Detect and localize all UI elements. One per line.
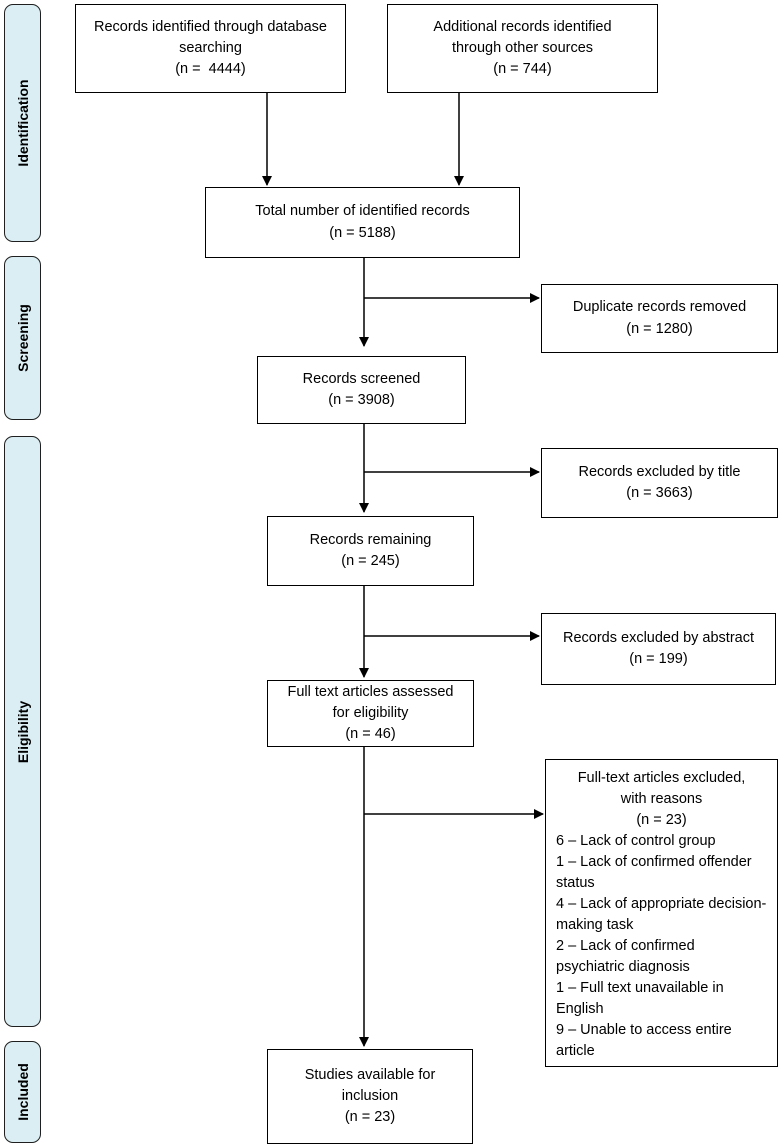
box-text: Additional records identified through ot… — [433, 18, 612, 56]
exclusion-reasons-list: 6 – Lack of control group 1 – Lack of co… — [556, 831, 767, 1062]
box-count: (n = 245) — [341, 553, 400, 569]
box-count: (n = 4444) — [175, 61, 246, 77]
box-text: Records excluded by title — [578, 463, 741, 480]
box-text: Records screened — [302, 370, 421, 387]
stage-identification: Identification — [4, 4, 41, 242]
box-records-screened: Records screened (n = 3908) — [257, 356, 466, 424]
box-text: Full-text articles excluded, with reason… — [577, 770, 746, 808]
box-count: (n = 5188) — [329, 224, 396, 241]
stage-screening: Screening — [4, 256, 41, 420]
box-count: (n = 744) — [493, 61, 552, 77]
box-text: Records identified through database sear… — [94, 18, 327, 56]
box-text: Duplicate records removed — [572, 299, 747, 316]
exclusion-reason: 6 – Lack of control group — [556, 833, 716, 850]
box-total-records: Total number of identified records (n = … — [205, 187, 520, 258]
box-excluded-abstract: Records excluded by abstract (n = 199) — [541, 613, 776, 685]
box-fulltext-excluded: Full-text articles excluded, with reason… — [545, 759, 778, 1067]
box-count: (n = 3908) — [328, 392, 395, 408]
box-count: (n = 199) — [629, 651, 688, 667]
stage-label: Eligibility — [14, 700, 31, 763]
box-records-remaining: Records remaining (n = 245) — [267, 516, 474, 586]
box-text: Records remaining — [309, 531, 432, 548]
exclusion-reason: 2 – Lack of confirmed psychiatric diagno… — [556, 938, 695, 976]
box-count: (n = 23) — [636, 812, 687, 829]
stage-label: Screening — [14, 304, 31, 372]
box-duplicates-removed: Duplicate records removed (n = 1280) — [541, 284, 778, 353]
box-studies-included: Studies available for inclusion (n = 23) — [267, 1049, 473, 1144]
exclusion-reason: 4 – Lack of appropriate decision-making … — [556, 896, 767, 934]
stage-eligibility: Eligibility — [4, 436, 41, 1027]
stage-included: Included — [4, 1041, 41, 1143]
box-count: (n = 1280) — [626, 320, 693, 337]
exclusion-reason: 9 – Unable to access entire article — [556, 1022, 732, 1060]
box-count: (n = 23) — [344, 1109, 396, 1125]
box-text: Records excluded by abstract — [562, 629, 754, 646]
box-count: (n = 46) — [345, 726, 396, 743]
stage-label: Included — [14, 1063, 31, 1121]
box-text: Studies available for inclusion — [304, 1066, 436, 1104]
box-text: Total number of identified records — [255, 203, 470, 220]
box-text: Full text articles assessed for eligibil… — [287, 683, 454, 721]
box-excluded-title: Records excluded by title (n = 3663) — [541, 448, 778, 518]
box-fulltext-assessed: Full text articles assessed for eligibil… — [267, 680, 474, 747]
box-other-records: Additional records identified through ot… — [387, 4, 658, 93]
exclusion-reason: 1 – Lack of confirmed offender status — [556, 854, 752, 892]
exclusion-reason: 1 – Full text unavailable in English — [556, 980, 724, 1018]
box-database-records: Records identified through database sear… — [75, 4, 346, 93]
stage-label: Identification — [14, 79, 31, 167]
box-count: (n = 3663) — [626, 485, 693, 501]
